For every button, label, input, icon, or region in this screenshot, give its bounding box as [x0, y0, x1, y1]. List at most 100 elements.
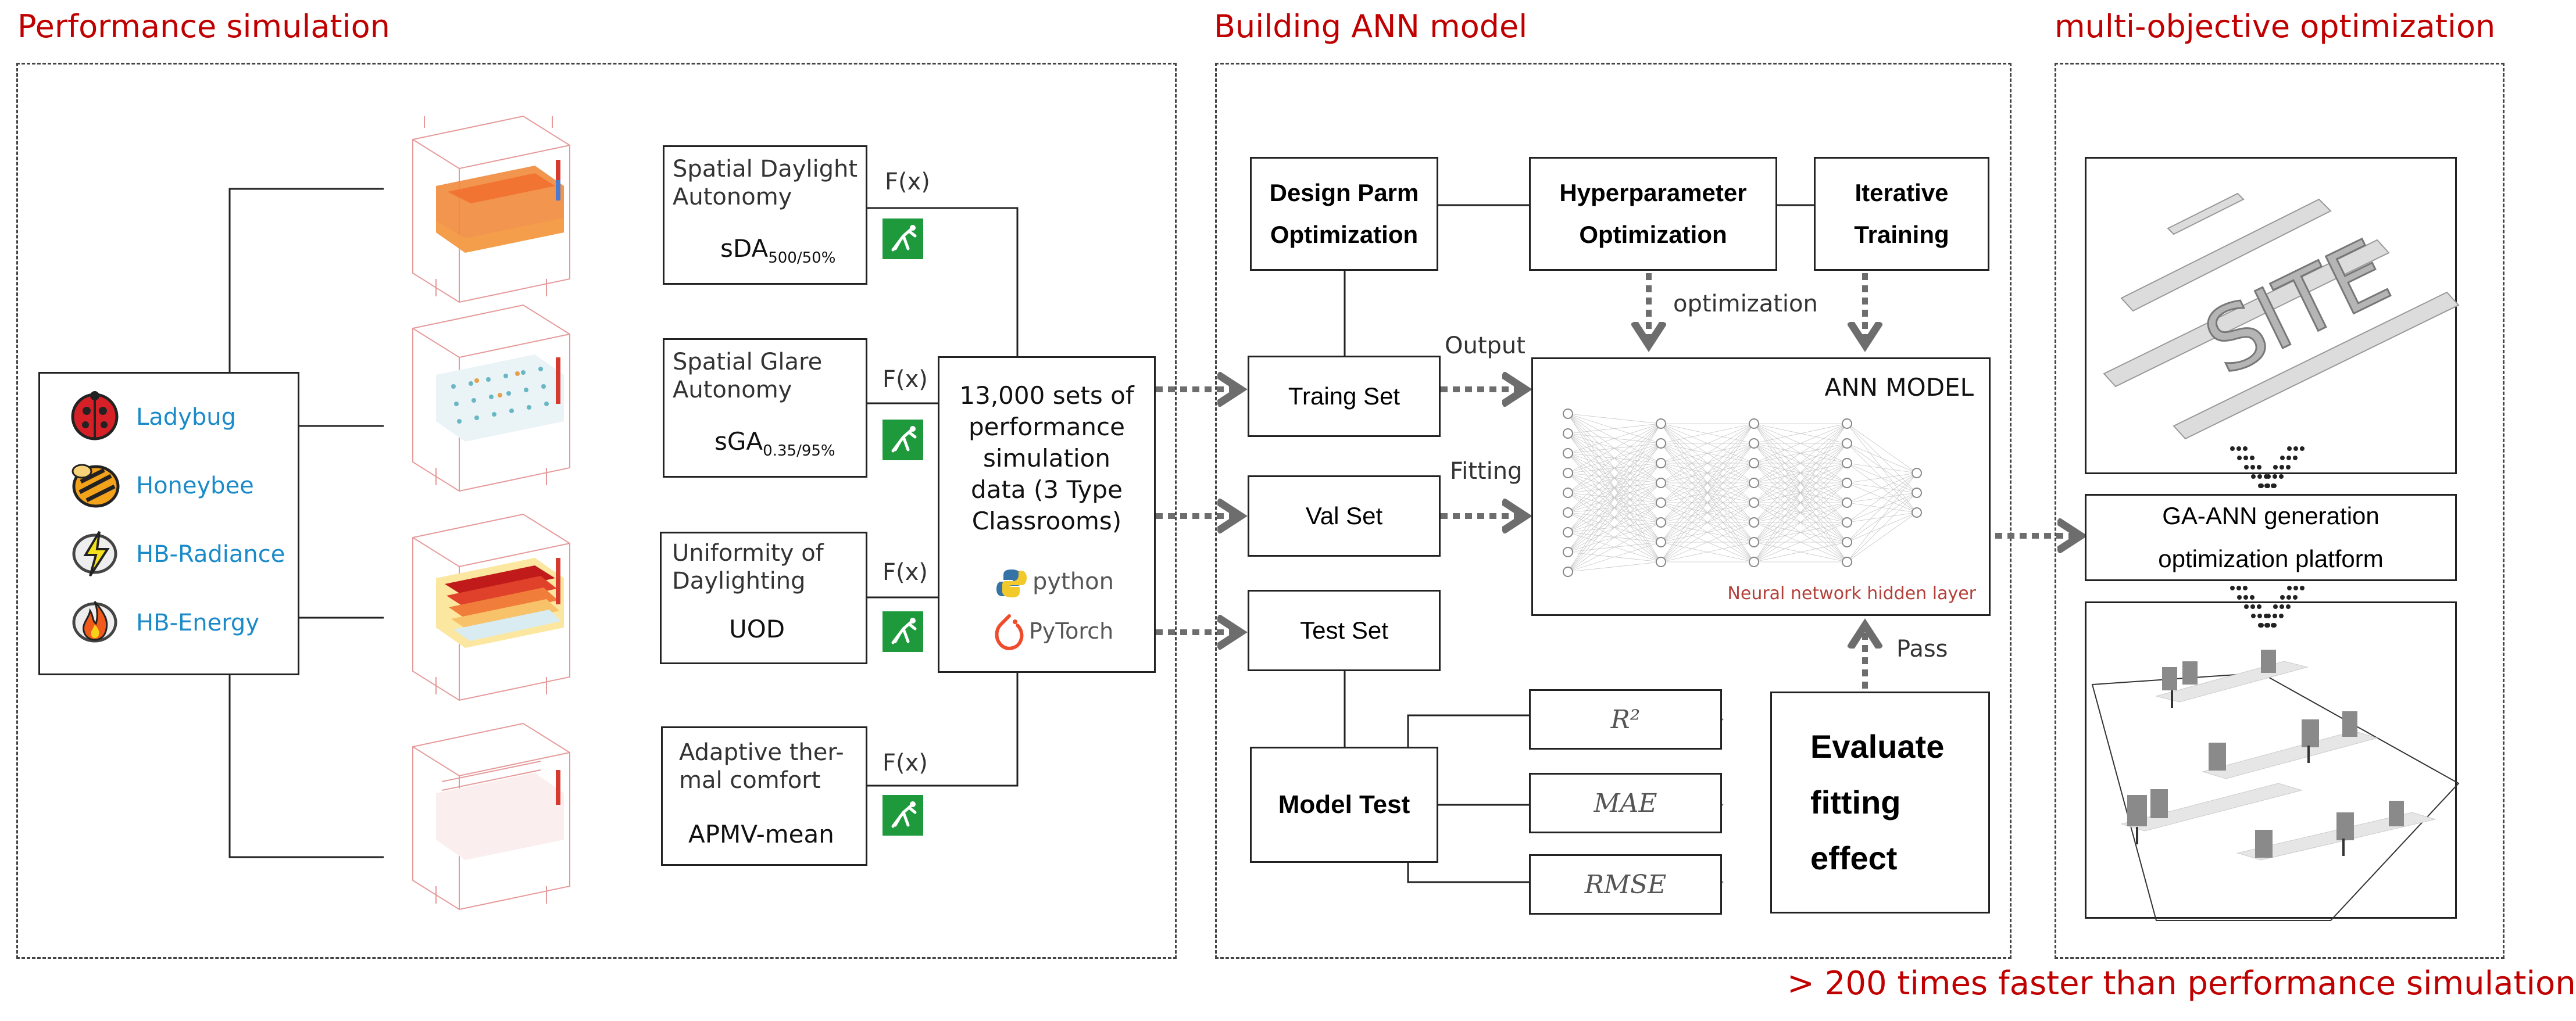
nn-node [1563, 507, 1573, 518]
training-set-box: Traing Set [1248, 356, 1441, 437]
nn-node [1563, 409, 1573, 419]
evaluate-line-3: effect [1810, 840, 1898, 876]
design-parm-optimization-box: Design Parm Optimization [1250, 157, 1438, 271]
nn-node [1749, 557, 1759, 567]
nn-node [1656, 517, 1666, 528]
metric-title-uod-line2: Daylighting [672, 568, 806, 594]
metric-title-uod-line1: Uniformity of [672, 540, 824, 567]
chevron-dot [2286, 604, 2291, 609]
nn-edge [1660, 482, 1755, 563]
nn-edge [1567, 542, 1662, 572]
optimized-layout-panel [2085, 601, 2460, 921]
metric-box-sda: Spatial Daylight Autonomy sDA500/50% [663, 145, 867, 285]
nn-node [1749, 497, 1759, 508]
nn-node [1842, 497, 1852, 508]
nn-node [1563, 567, 1573, 577]
nn-node [1842, 537, 1852, 547]
site-plan-panel: SITE [2085, 157, 2460, 474]
nn-node [1563, 468, 1573, 478]
pytorch-label: PyTorch [1029, 618, 1114, 644]
nn-node [1749, 458, 1759, 468]
footer-speedup-note: > 200 times faster than performance simu… [1787, 965, 2576, 1002]
chevron-dot [2293, 446, 2298, 451]
nn-node [1842, 418, 1852, 429]
nn-edge [1753, 542, 1848, 563]
nn-edge [1660, 423, 1755, 464]
fx-label-apmv: F(x) [883, 750, 928, 776]
grasshopper-icon [883, 795, 923, 836]
chevron-dot [2266, 623, 2270, 628]
dataset-box: 13,000 sets of performance simulation da… [938, 356, 1156, 673]
hidden-layer-caption: Neural network hidden layer [1727, 583, 1976, 604]
nn-edge [1753, 423, 1848, 483]
plugins-panel: Ladybug Honeybee HB-Radiance HB-Energy [38, 372, 299, 675]
chevron-dot [2280, 465, 2284, 470]
iter-line-1: Iterative [1855, 179, 1949, 206]
chevron-dot [2266, 474, 2271, 479]
nn-edge [1846, 423, 1917, 474]
evaluate-line-2: fitting [1810, 784, 1901, 821]
output-label: Output [1445, 332, 1525, 359]
chevron-dot [2273, 614, 2277, 618]
nn-edge [1753, 502, 1848, 563]
nn-edge [1660, 443, 1755, 563]
nn-edge [1660, 423, 1755, 483]
honeybee-icon [69, 458, 120, 510]
chevron-dot [2273, 465, 2278, 470]
nn-edge [1567, 423, 1662, 434]
nn-edge [1567, 413, 1662, 424]
nn-edge [1753, 423, 1848, 563]
metric-title-sga-line1: Spatial Glare [673, 349, 823, 375]
mae-metric-box: MAE [1529, 773, 1722, 833]
nn-edge [1567, 561, 1662, 572]
nn-edge [1660, 423, 1755, 543]
nn-edge [1660, 502, 1755, 563]
chevron-dot [2293, 586, 2298, 590]
metric-title-sga-line2: Autonomy [673, 377, 792, 403]
metric-abbr-apmv: APMV-mean [688, 820, 834, 848]
chevron-dot [2273, 604, 2278, 609]
nn-edge [1567, 502, 1662, 572]
grasshopper-icon [883, 611, 923, 652]
chevron-dot [2259, 623, 2264, 628]
nn-edge [1567, 482, 1662, 572]
nn-edge [1753, 423, 1848, 523]
python-label: python [1032, 568, 1114, 595]
section-title-moo: multi-objective optimization [2055, 8, 2496, 45]
chevron-dot [2266, 614, 2271, 618]
metric-title-sda-line1: Spatial Daylight [673, 156, 858, 182]
ga-ann-platform-box: GA-ANN generation optimization platform [2085, 494, 2457, 581]
ga-line-1: GA-ANN generation [2162, 502, 2380, 529]
metric-abbr-sga: sGA0.35/95% [714, 427, 835, 460]
model-test-box: Model Test [1250, 747, 1438, 863]
fx-label-sda: F(x) [885, 169, 930, 195]
nn-node [1842, 557, 1852, 567]
test-set-box: Test Set [1248, 590, 1441, 671]
plugin-label-honeybee: Honeybee [136, 472, 254, 499]
render-sga-points [412, 304, 570, 492]
nn-edge [1567, 423, 1662, 572]
plugin-label-hb-radiance: HB-Radiance [136, 541, 285, 568]
nn-node [1749, 478, 1759, 488]
nn-edge [1567, 423, 1662, 533]
nn-node [1563, 428, 1573, 439]
metric-box-apmv: Adaptive ther- mal comfort APMV-mean [661, 726, 867, 866]
chevron-dot [2279, 614, 2284, 618]
chevron-down-icon [2230, 446, 2305, 488]
nn-edge [1846, 472, 1917, 543]
chevron-dot [2237, 456, 2242, 460]
metric-title-apmv-line2: mal comfort [679, 767, 821, 794]
metric-title-apmv-line1: Adaptive ther- [679, 739, 844, 766]
chevron-dot [2236, 586, 2241, 590]
nn-edge [1660, 423, 1755, 444]
hyperparameter-optimization-box: Hyperparameter Optimization [1529, 157, 1777, 271]
chevron-dot [2293, 456, 2298, 460]
chevron-dot [2286, 465, 2291, 470]
metric-abbr-uod: UOD [729, 615, 785, 643]
nn-edge [1567, 522, 1662, 572]
nn-edge [1753, 423, 1848, 503]
optimization-label: optimization [1673, 291, 1818, 317]
nn-edge [1567, 423, 1662, 454]
chevron-dot [2250, 604, 2255, 609]
dataset-line-3: simulation [983, 444, 1110, 472]
